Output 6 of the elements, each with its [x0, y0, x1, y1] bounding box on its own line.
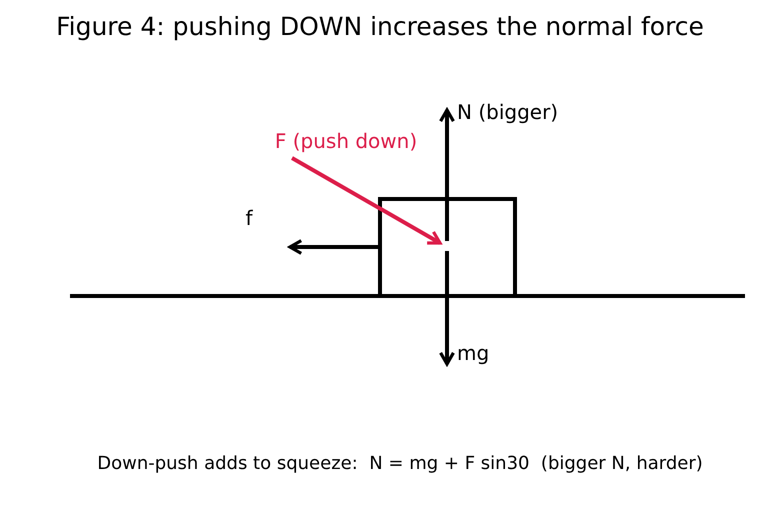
force-label: f: [245, 208, 253, 228]
title: Figure 4: pushing DOWN increases the normal force: [56, 14, 704, 38]
force-label: N (bigger): [457, 102, 558, 122]
force-label: F (push down): [274, 131, 418, 151]
caption: Down-push adds to squeeze: N = mg + F sin30 (bigger N, harder): [97, 455, 703, 473]
force-label: mg: [457, 343, 490, 363]
